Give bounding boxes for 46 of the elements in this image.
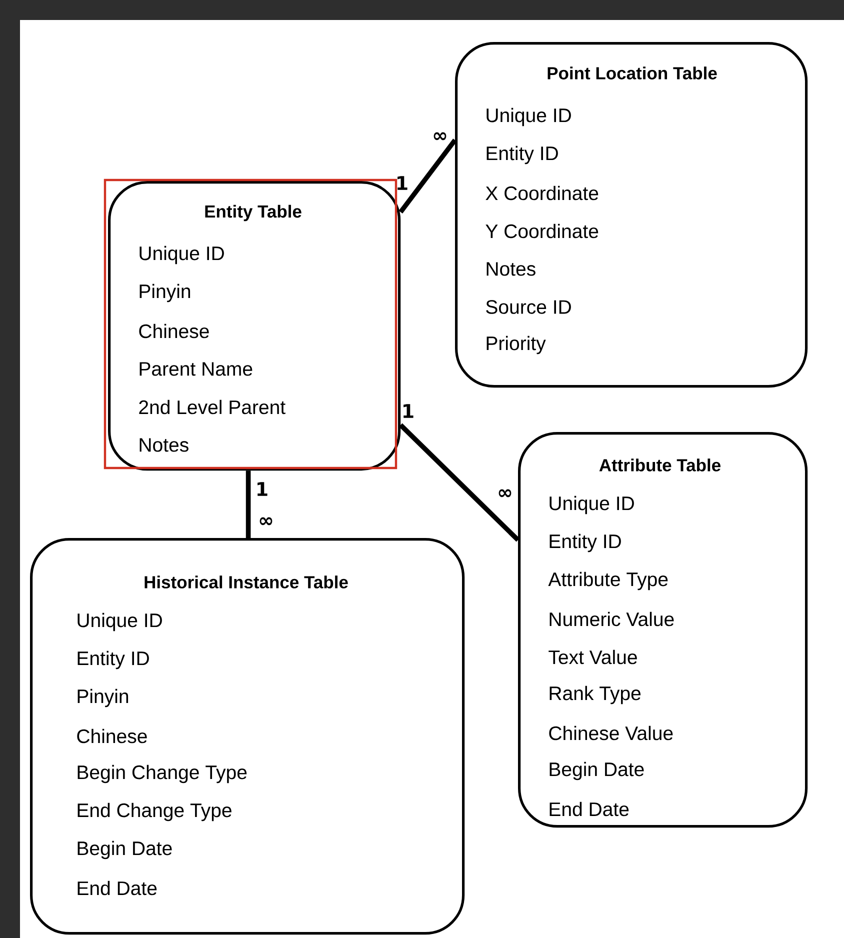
cardinality-label: ∞ (260, 517, 272, 526)
field-name: Attribute Type (548, 572, 668, 590)
field-name: Numeric Value (550, 612, 674, 626)
field-name: Text Value (548, 650, 637, 664)
field-name: Source ID (486, 300, 571, 314)
field-name: Entity ID (486, 146, 558, 164)
cardinality-label: ∞ (434, 132, 446, 140)
connector-line (246, 470, 251, 538)
field-name: Parent Name (140, 362, 252, 376)
field-name: Chinese (77, 728, 147, 744)
field-name: Unique ID (140, 246, 224, 264)
table-box (518, 432, 808, 828)
field-name: Notes (140, 438, 188, 452)
field-name: Begin Date (550, 762, 644, 780)
table-heading: Entity Table (205, 204, 302, 222)
field-name: 2nd Level Parent (139, 400, 286, 414)
cardinality-label: ∞ (498, 489, 512, 498)
cardinality-label: 1 (258, 482, 268, 496)
field-name: Priority (486, 336, 546, 354)
field-name: Unique ID (78, 612, 162, 632)
field-name: Unique ID (486, 108, 571, 126)
field-name: Chinese (139, 324, 209, 338)
field-name: Entity ID (550, 534, 621, 552)
field-name: Pinyin (78, 688, 128, 708)
field-name: Notes (486, 262, 536, 276)
connector-line (398, 138, 457, 214)
table-box (455, 42, 808, 388)
field-name: End Date (78, 880, 157, 896)
field-name: Begin Change Type (78, 764, 247, 784)
table-box (30, 538, 465, 935)
field-name: Entity ID (78, 650, 149, 670)
table-heading: Attribute Table (599, 458, 720, 472)
table-heading: Historical Instance Table (144, 576, 348, 588)
field-name: Pinyin (140, 284, 190, 302)
field-name: Chinese Value (549, 726, 673, 740)
cardinality-label: 1 (404, 404, 414, 418)
cardinality-label: 1 (398, 176, 408, 190)
table-heading: Point Location Table (548, 66, 717, 80)
field-name: End Date (550, 802, 629, 816)
field-name: Rank Type (550, 686, 641, 704)
field-name: End Change Type (78, 802, 232, 822)
connector-line (398, 423, 520, 542)
field-name: Unique ID (550, 496, 634, 514)
field-name: Begin Date (78, 840, 172, 860)
field-name: X Coordinate (486, 186, 598, 200)
field-name: Y Coordinate (486, 224, 598, 238)
